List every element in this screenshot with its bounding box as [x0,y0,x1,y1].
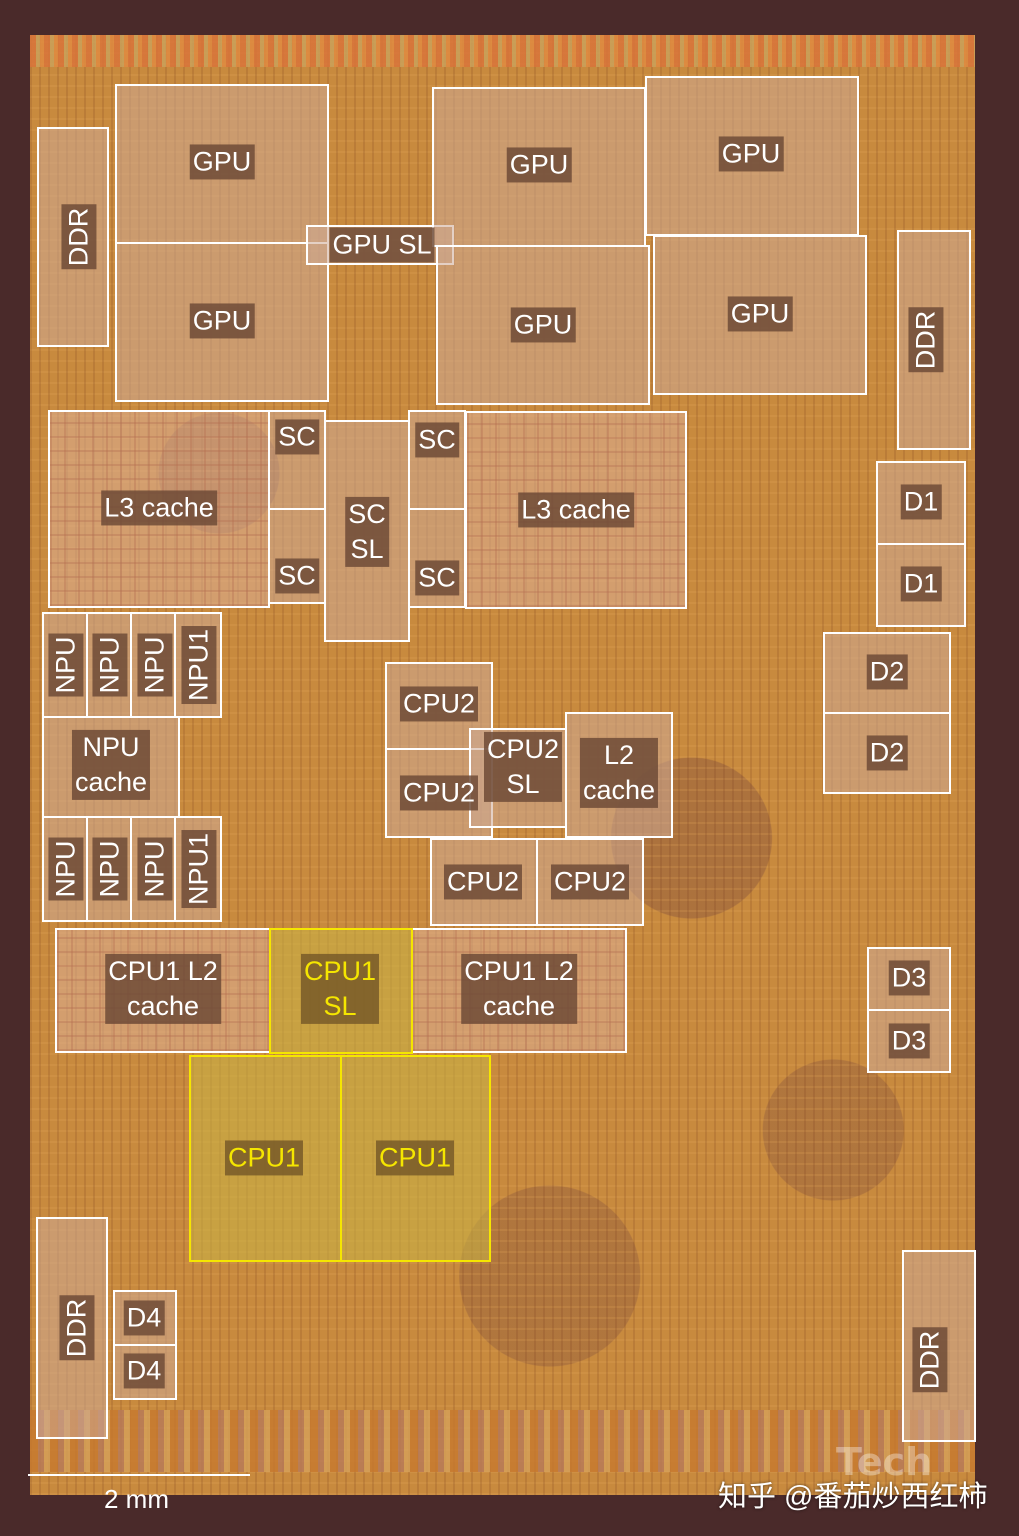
sc-label: SC [275,419,319,455]
gpu-sl-label: GPU SL [329,227,435,263]
cpu1-label: CPU1 [224,1140,304,1176]
watermark: 知乎 @番茄炒西红柿 [718,1481,988,1513]
l2-cache-label: L2 cache [579,737,659,809]
npu1-label: NPU1 [181,829,217,909]
npu-label: NPU [48,837,84,901]
cpu2-label: CPU2 [550,864,630,900]
cpu2-label: CPU2 [399,775,479,811]
scale-bar [28,1474,250,1476]
die-io-strip-bottom [30,1410,975,1472]
npu1-label: NPU1 [181,625,217,705]
scale-label: 2 mm [104,1484,169,1514]
d4-label: D4 [123,1300,165,1336]
gpu-block [115,84,329,244]
sc-label: SC [415,422,459,458]
d1-label: D1 [900,484,942,520]
ddr-label: DDR [908,307,944,373]
gpu-label: GPU [506,147,572,183]
cpu2-sl-label: CPU2 SL [483,731,563,803]
npu-label: NPU [92,633,128,697]
gpu-label: GPU [510,307,576,343]
cpu1-l2-cache-block [55,928,271,1053]
npu-label: NPU [92,837,128,901]
d2-label: D2 [866,654,908,690]
cpu1-sl-label: CPU1 SL [300,953,380,1025]
l3-cache-label: L3 cache [518,492,634,528]
d3-label: D3 [888,1023,930,1059]
cpu2-label: CPU2 [443,864,523,900]
gpu-label: GPU [189,303,255,339]
cpu2-label: CPU2 [399,686,479,722]
d2-label: D2 [866,735,908,771]
sc-label: SC [415,560,459,596]
npu-label: NPU [137,837,173,901]
ddr-label: DDR [61,204,97,270]
sc-label: SC [275,558,319,594]
die-io-strip-top [30,35,975,67]
gpu-label: GPU [189,144,255,180]
ddr-label: DDR [59,1295,95,1361]
ddr-label: DDR [912,1327,948,1393]
cpu1-label: CPU1 [375,1140,455,1176]
gpu-label: GPU [727,296,793,332]
l3-cache-label: L3 cache [101,490,217,526]
gpu-label: GPU [718,136,784,172]
d3-label: D3 [888,960,930,996]
d4-label: D4 [123,1353,165,1389]
d1-label: D1 [900,566,942,602]
npu-cache-label: NPU cache [71,729,151,801]
cpu1-l2-cache-label: CPU1 L2 cache [105,953,221,1025]
cpu1-l2-cache-label: CPU1 L2 cache [461,953,577,1025]
techinsights-logo-icon: Tech [836,1440,933,1484]
npu-label: NPU [137,633,173,697]
sc-sl-label: SC SL [345,496,389,568]
npu-label: NPU [48,633,84,697]
